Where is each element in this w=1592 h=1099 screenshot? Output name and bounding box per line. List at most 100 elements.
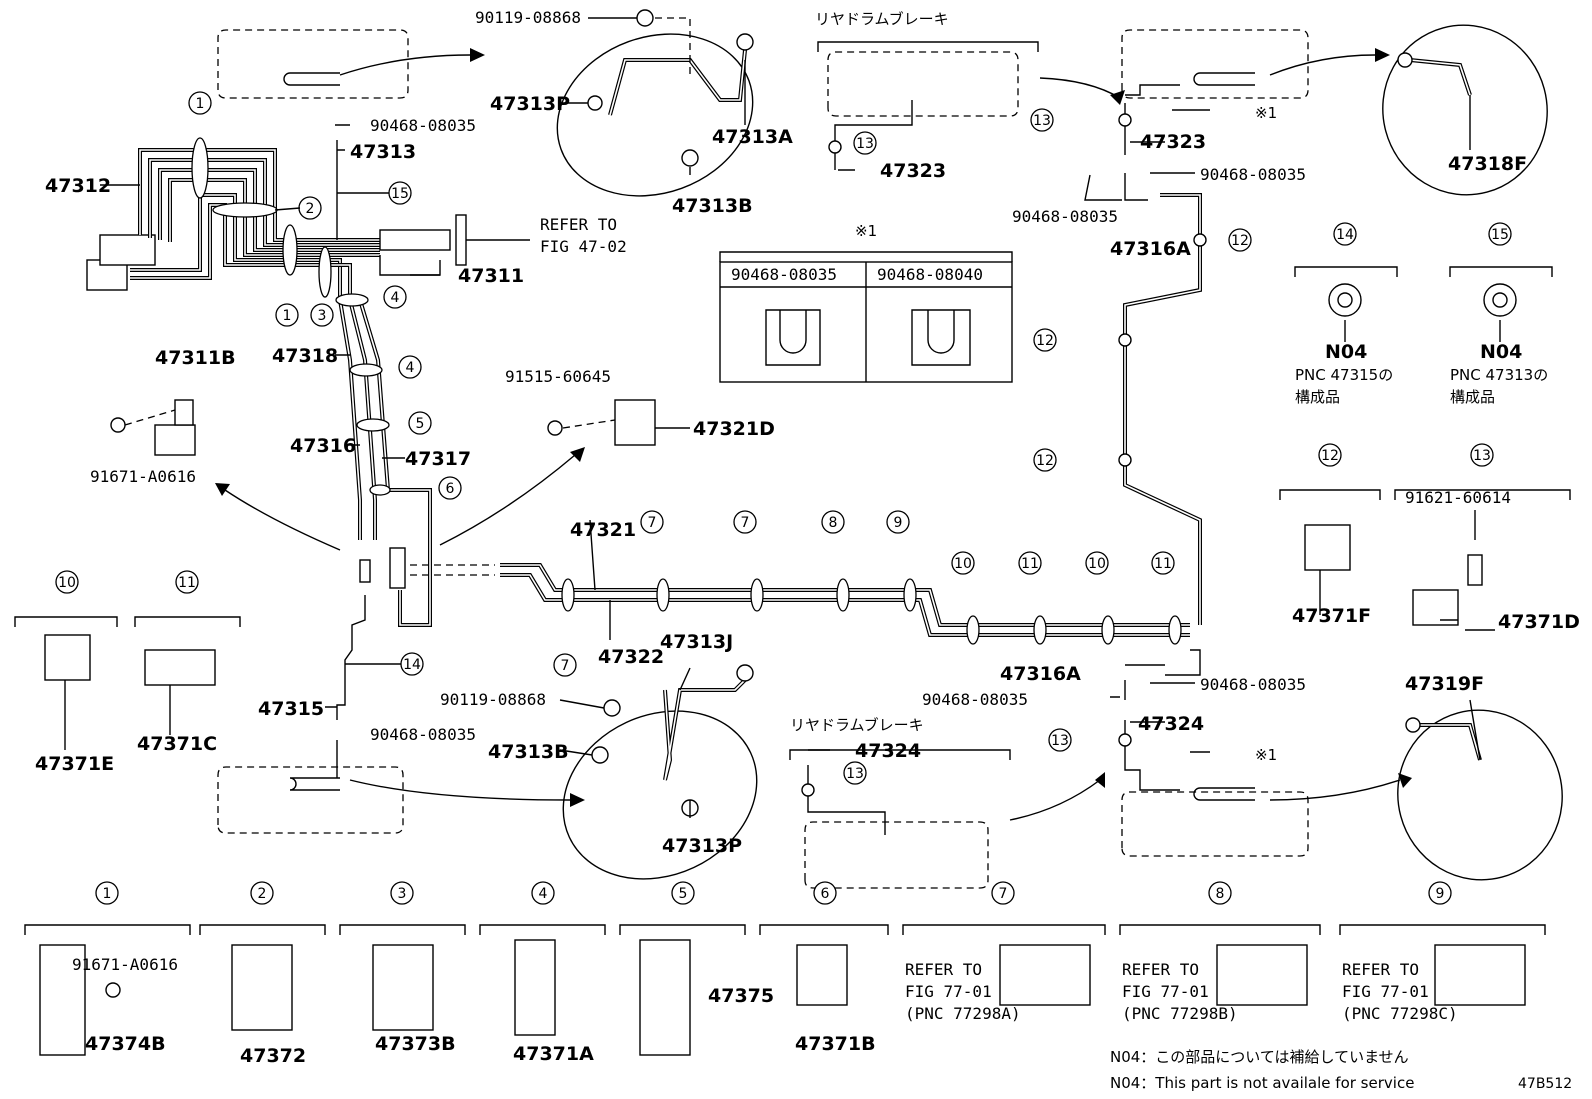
- label-47322: 47322: [598, 646, 664, 668]
- callout-10b: 10: [1088, 556, 1106, 572]
- label-n04-a: N04: [1325, 341, 1367, 363]
- front-brake-top: [556, 9, 754, 197]
- front-brake-bottom: [562, 664, 758, 880]
- callout-10a: 10: [954, 556, 972, 572]
- label-47313A: 47313A: [712, 126, 793, 148]
- callout-circles: 1 2 1 3 4 4 5 6 15 14 7 7 7 8 9 10 11 10…: [55, 91, 1512, 905]
- label-pnc-a2: 構成品: [1295, 388, 1340, 406]
- master-cylinder-lines: [86, 137, 530, 627]
- label-47313: 47313: [350, 141, 416, 163]
- label-47316A-bot: 47316A: [1000, 663, 1081, 685]
- callout-10-legend: 10: [58, 575, 76, 591]
- legend-9-refer-3: (PNC 77298C): [1342, 1004, 1458, 1023]
- legend-3-part: 47373B: [375, 1033, 456, 1055]
- label-47323-right: 47323: [1140, 131, 1206, 153]
- label-91671-a: 91671-A0616: [90, 467, 196, 486]
- diagram-code: 47B512: [1518, 1076, 1572, 1092]
- callout-12b: 12: [1036, 333, 1054, 349]
- callout-3-legend: 3: [398, 886, 407, 902]
- label-90468-a: 90468-08035: [370, 116, 476, 135]
- label-47317: 47317: [405, 448, 471, 470]
- bracket-47321D: [547, 399, 656, 446]
- bracket-47311B: [110, 399, 196, 456]
- label-47311: 47311: [458, 265, 524, 287]
- callout-7a: 7: [561, 658, 570, 674]
- callout-12c: 12: [1036, 453, 1054, 469]
- label-star1-table: ※1: [855, 222, 877, 240]
- rear-main-pipes: [500, 563, 1190, 645]
- legend-bottom: [24, 924, 1546, 1056]
- callout-9-legend: 9: [1436, 886, 1445, 902]
- label-pnc-b1: PNC 47313の: [1450, 366, 1548, 384]
- callout-13c: 13: [856, 136, 874, 152]
- label-rear-drum-top: リヤドラムブレーキ: [815, 10, 949, 28]
- label-47313J: 47313J: [660, 631, 733, 653]
- label-47324-right: 47324: [1138, 713, 1204, 735]
- callout-7-legend: 7: [999, 886, 1008, 902]
- label-47371E: 47371E: [35, 753, 114, 775]
- legend-7-refer-1: REFER TO: [905, 960, 982, 979]
- callout-13b: 13: [1051, 733, 1069, 749]
- label-star1-bot: ※1: [1255, 746, 1277, 764]
- label-47321: 47321: [570, 519, 636, 541]
- label-90468-d: 90468-08035: [1012, 207, 1118, 226]
- callout-15: 15: [391, 186, 409, 202]
- callout-14: 14: [403, 657, 421, 673]
- legend-7-refer-3: (PNC 77298A): [905, 1004, 1021, 1023]
- label-47313B-top: 47313B: [672, 195, 753, 217]
- label-rear-drum-bot: リヤドラムブレーキ: [790, 716, 924, 734]
- label-90119-b: 90119-08868: [440, 690, 546, 709]
- note-jp: N04：この部品については補給していません: [1110, 1048, 1409, 1066]
- label-90468-f: 90468-08035: [922, 690, 1028, 709]
- callout-7b: 7: [648, 515, 657, 531]
- callout-5: 5: [416, 416, 425, 432]
- legend-2-part: 47372: [240, 1045, 306, 1067]
- label-refer-2: FIG 47-02: [540, 237, 627, 256]
- rear-left-lines: [215, 447, 585, 834]
- legend-6-part: 47371B: [795, 1033, 876, 1055]
- legend-8-refer-2: FIG 77-01: [1122, 982, 1209, 1001]
- callout-13-legend: 13: [1473, 448, 1491, 464]
- legend-8-refer-1: REFER TO: [1122, 960, 1199, 979]
- label-refer-1: REFER TO: [540, 215, 617, 234]
- label-90119-a: 90119-08868: [475, 8, 581, 27]
- legend-8-refer-3: (PNC 77298B): [1122, 1004, 1238, 1023]
- callout-11b: 11: [1154, 556, 1172, 572]
- label-47318F: 47318F: [1448, 153, 1527, 175]
- label-47319F: 47319F: [1405, 673, 1484, 695]
- callout-4: 4: [391, 290, 400, 306]
- legend-4-part: 47371A: [513, 1043, 594, 1065]
- callout-6-legend: 6: [821, 886, 830, 902]
- table-col-1: 90468-08035: [731, 265, 837, 284]
- callout-8-legend: 8: [1216, 886, 1225, 902]
- legend-right: [1279, 266, 1571, 631]
- leader-lines: [100, 17, 1481, 818]
- callout-1: 1: [196, 96, 205, 112]
- legend-5-part: 47375: [708, 985, 774, 1007]
- label-pnc-b2: 構成品: [1450, 388, 1495, 406]
- callout-9: 9: [894, 515, 903, 531]
- label-star1-top: ※1: [1255, 104, 1277, 122]
- callout-15-legend: 15: [1491, 227, 1509, 243]
- callout-12a: 12: [1231, 233, 1249, 249]
- label-47313P-top: 47313P: [490, 93, 570, 115]
- label-47371F: 47371F: [1292, 605, 1371, 627]
- legend-7-refer-2: FIG 77-01: [905, 982, 992, 1001]
- note-en: N04：This part is not availale for servic…: [1110, 1074, 1414, 1092]
- callout-2-legend: 2: [258, 886, 267, 902]
- label-47371D: 47371D: [1498, 611, 1580, 633]
- legend-1-part-a: 91671-A0616: [72, 955, 178, 974]
- legend-bottom-text: 91671-A0616 47374B 47372 47373B 47371A 4…: [72, 955, 1458, 1067]
- callout-13d: 13: [846, 766, 864, 782]
- legend-9-refer-2: FIG 77-01: [1342, 982, 1429, 1001]
- callout-7c: 7: [741, 515, 750, 531]
- label-90468-e: 90468-08035: [1200, 675, 1306, 694]
- label-47313B-bot: 47313B: [488, 741, 569, 763]
- right-pipes: [1118, 84, 1207, 791]
- callout-4-legend: 4: [539, 886, 548, 902]
- label-91621: 91621-60614: [1405, 488, 1511, 507]
- label-pnc-a1: PNC 47315の: [1295, 366, 1393, 384]
- callout-4b: 4: [406, 360, 415, 376]
- label-47316A-top: 47316A: [1110, 238, 1191, 260]
